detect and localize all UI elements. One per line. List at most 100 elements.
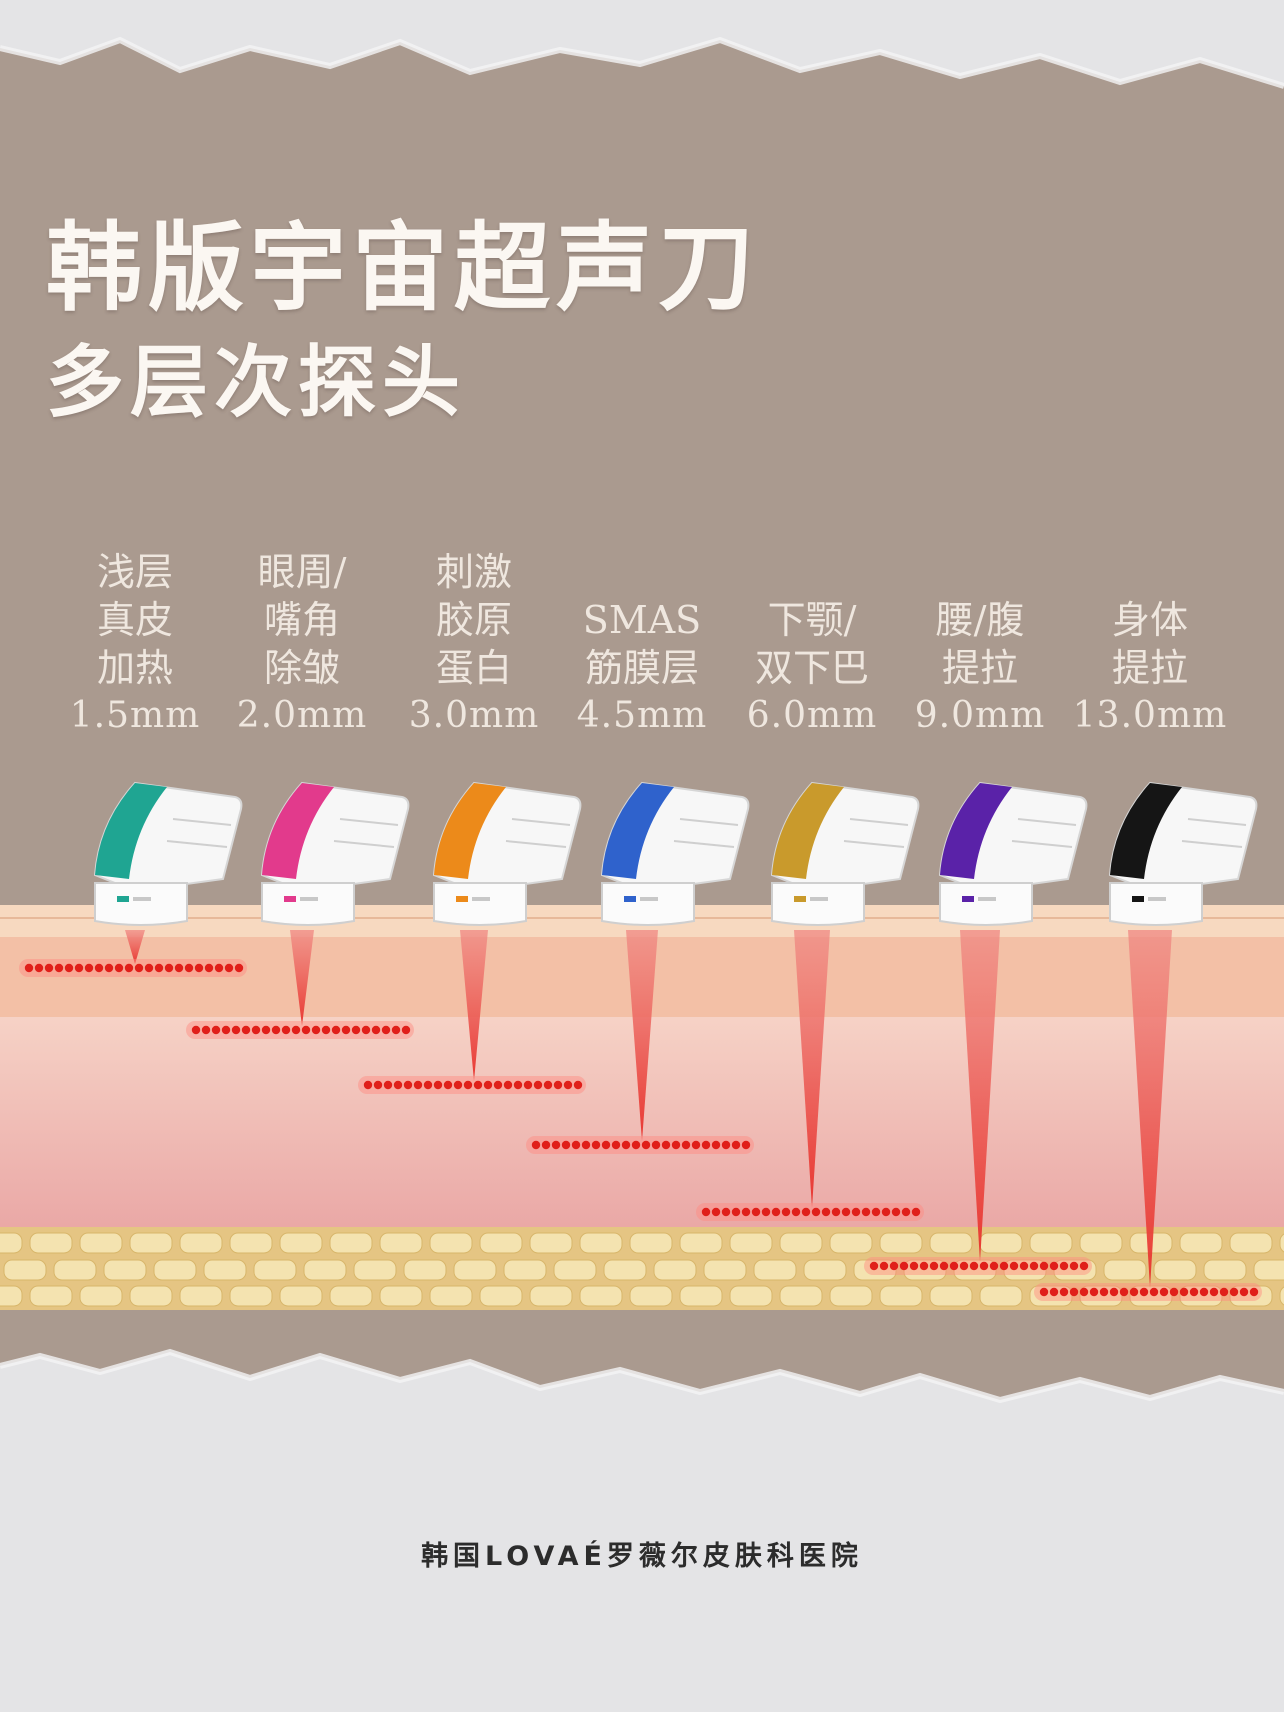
ultrasound-beams [125,930,1172,1288]
focus-dot [1089,1287,1099,1297]
probe-tip [939,882,1033,926]
fat-cell [1279,1233,1284,1253]
fat-cell [1203,1259,1247,1281]
focus-dot [503,1080,513,1090]
focus-dot [1199,1287,1209,1297]
probe-color-cap [434,783,506,879]
focus-dot [221,1025,231,1035]
focus-dot [721,1140,731,1150]
focus-dot [74,963,84,973]
focus-dot [301,1025,311,1035]
fat-cell [329,1232,373,1254]
focus-dot [949,1261,959,1271]
focus-dot [443,1080,453,1090]
fat-cell [153,1259,197,1281]
probe-label-text: 胶原 [435,598,512,642]
fat-cell [803,1259,847,1281]
fat-cell [1179,1232,1223,1254]
fat-cell [129,1285,173,1307]
focus-dot [969,1261,979,1271]
fat-cell [529,1285,573,1307]
probe-marking [810,897,828,901]
focus-dot [1009,1261,1019,1271]
focus-dot [989,1261,999,1271]
probe-groove [843,840,905,848]
focus-dot [563,1080,573,1090]
focus-dot [573,1080,583,1090]
fat-cell [203,1259,247,1281]
focus-dot [361,1025,371,1035]
probe-depth: 1.5mm [69,695,201,736]
probe-depth: 2.0mm [236,695,368,736]
focus-dot [651,1140,661,1150]
probe-label-text: 蛋白 [435,646,512,690]
focus-dot [1149,1287,1159,1297]
fat-cell [429,1285,473,1307]
fat-cell [729,1285,773,1307]
focus-dot-rows [19,959,1262,1301]
fat-cell [1029,1232,1073,1254]
probe-tip [771,882,865,926]
focus-dot [483,1080,493,1090]
focus-dot [241,1025,251,1035]
focus-dot [909,1261,919,1271]
fat-cell [979,1285,1023,1307]
fat-cell [779,1285,823,1307]
focus-dot [1079,1261,1089,1271]
probe-label-text: 除皱 [263,646,340,690]
probe-indicator [1132,896,1144,902]
probe-color-cap [772,783,844,879]
probe-tip [94,882,188,926]
probe-label-text: 刺激 [435,550,512,594]
fat-cell [653,1259,697,1281]
probe-label-text: 身体 [1111,598,1188,642]
probe-head-1 [93,781,243,926]
fat-cell [603,1259,647,1281]
probe-tip [1109,882,1203,926]
probe-groove [172,818,232,826]
focus-dot [791,1207,801,1217]
focus-dot [194,963,204,973]
fat-cell [353,1259,397,1281]
probe-marking [133,897,151,901]
focus-dot [1109,1287,1119,1297]
probe-label-text: 提拉 [1111,646,1188,690]
focus-dot [721,1207,731,1217]
probe-label-text: 双下巴 [754,646,869,690]
probe-depth: 9.0mm [914,695,1046,736]
focus-dot [533,1080,543,1090]
fat-cell [1253,1259,1284,1281]
fat-cell [229,1285,273,1307]
focus-dot [711,1207,721,1217]
focus-dot [493,1080,503,1090]
beam-1 [125,930,145,964]
focus-dot [413,1080,423,1090]
probe-groove [333,840,395,848]
probe-groove [1181,840,1243,848]
focus-dot [291,1025,301,1035]
fat-cell [279,1285,323,1307]
fat-cell [829,1285,873,1307]
focus-dot [919,1261,929,1271]
fat-cell [729,1232,773,1254]
focus-dot [979,1261,989,1271]
focus-dot [581,1140,591,1150]
probe-label-text: SMAS [582,598,702,642]
focus-dot [881,1207,891,1217]
focus-dot [531,1140,541,1150]
probe-head-2 [260,781,410,926]
focus-dot [1129,1287,1139,1297]
fat-cell [129,1232,173,1254]
focus-dot [999,1261,1009,1271]
focus-dot [1049,1261,1059,1271]
beam-4 [626,930,658,1141]
focus-dot [1019,1261,1029,1271]
probe-indicator [456,896,468,902]
probe-head-3 [432,781,582,926]
fat-cell [253,1259,297,1281]
focus-dot [401,1025,411,1035]
fat-cell [503,1259,547,1281]
